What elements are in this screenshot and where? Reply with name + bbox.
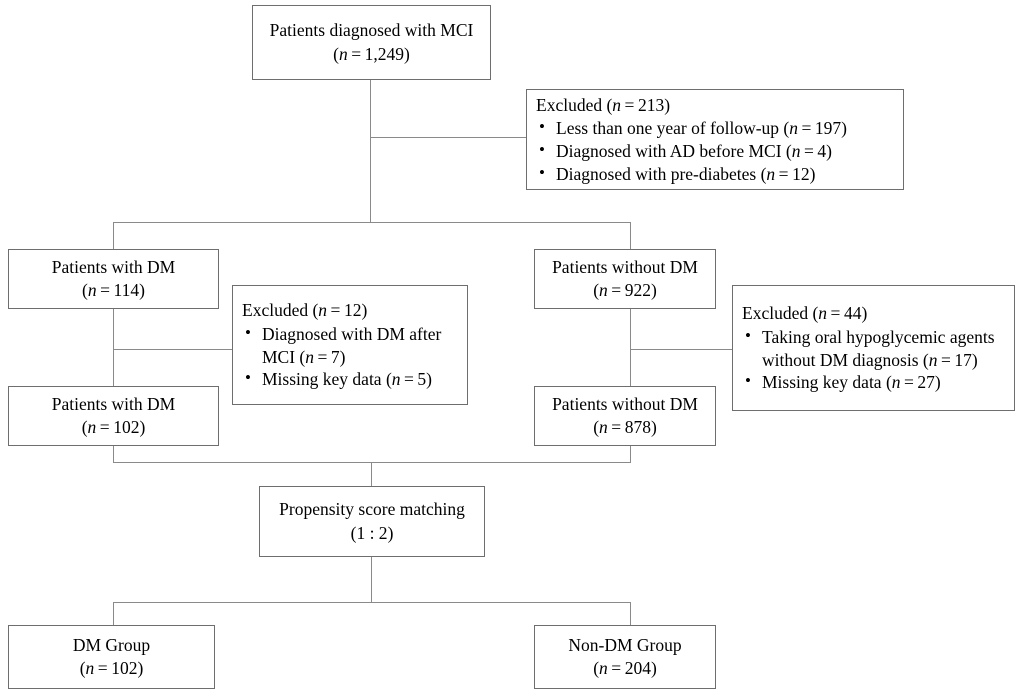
connector-merge-bar [113,462,631,463]
excluded-list: Taking oral hypoglycemic agents without … [742,325,1006,394]
connector-mci-stem [370,79,371,223]
excluded-box-top: Excluded (n = 213) Less than one year of… [526,89,904,190]
node-label-line1: Patients with DM [51,393,176,414]
connector-to-excluded-left [113,349,232,350]
node-patients-with-dm-114: Patients with DM (n = 114) [8,249,219,309]
excluded-list-item: Less than one year of follow-up (n = 197… [536,116,895,140]
connector-split-bar-1 [113,222,631,223]
node-label-line2: (n = 102) [79,658,144,678]
node-label-line1: Non-DM Group [568,634,682,655]
node-patients-diagnosed-mci: Patients diagnosed with MCI (n = 1,249) [252,5,491,80]
connector-drop-right-1 [630,222,631,249]
node-label-line2: (n = 102) [81,417,146,437]
connector-to-excluded-right [630,349,732,350]
excluded-heading: Excluded (n = 44) [742,303,868,323]
connector-psm-out-stem [371,557,372,603]
node-label-line2: (n = 922) [593,280,657,300]
node-label-line1: Patients diagnosed with MCI [269,20,474,41]
excluded-box-left: Excluded (n = 12) Diagnosed with DM afte… [232,285,468,405]
node-label-line1: DM Group [72,634,151,655]
node-label-line1: Propensity score matching [279,499,465,520]
connector-drop-left-1 [113,222,114,249]
node-label-line2: (n = 878) [593,417,657,437]
node-non-dm-group: Non-DM Group (n = 204) [534,625,716,689]
node-dm-group: DM Group (n = 102) [8,625,215,689]
connector-left-stem-3 [113,446,114,463]
node-patients-without-dm-878: Patients without DM (n = 878) [534,386,716,446]
node-patients-with-dm-102: Patients with DM (n = 102) [8,386,219,446]
excluded-list-item: Diagnosed with DM after MCI (n = 7) [242,322,459,369]
node-propensity-score-matching: Propensity score matching (1 : 2) [259,486,485,557]
excluded-box-right: Excluded (n = 44) Taking oral hypoglycem… [732,285,1015,411]
connector-right-stem-3 [630,446,631,463]
connector-split-bar-2 [113,602,631,603]
node-label-line1: Patients with DM [51,256,176,277]
excluded-list: Less than one year of follow-up (n = 197… [536,116,895,186]
excluded-heading: Excluded (n = 213) [536,94,671,115]
excluded-list-item: Diagnosed with AD before MCI (n = 4) [536,139,895,163]
node-label-line2: (n = 204) [593,658,657,678]
node-label-line2: (1 : 2) [350,522,394,543]
connector-drop-right-2 [630,602,631,625]
connector-psm-in-stem [371,462,372,486]
node-label-line1: Patients without DM [552,256,698,277]
excluded-heading: Excluded (n = 12) [242,300,368,320]
excluded-list-item: Missing key data (n = 27) [742,370,1006,394]
connector-to-excluded-top [370,137,526,138]
connector-right-stem-2 [630,309,631,386]
connector-drop-left-2 [113,602,114,625]
connector-left-stem-2 [113,309,114,386]
node-label-line1: Patients without DM [552,393,698,414]
node-label-line2: (n = 1,249) [333,43,410,64]
excluded-list-item: Taking oral hypoglycemic agents without … [742,325,1006,372]
excluded-list: Diagnosed with DM after MCI (n = 7) Miss… [242,322,459,391]
node-patients-without-dm-922: Patients without DM (n = 922) [534,249,716,309]
excluded-list-item: Diagnosed with pre-diabetes (n = 12) [536,162,895,186]
excluded-list-item: Missing key data (n = 5) [242,367,459,391]
node-label-line2: (n = 114) [82,280,145,300]
